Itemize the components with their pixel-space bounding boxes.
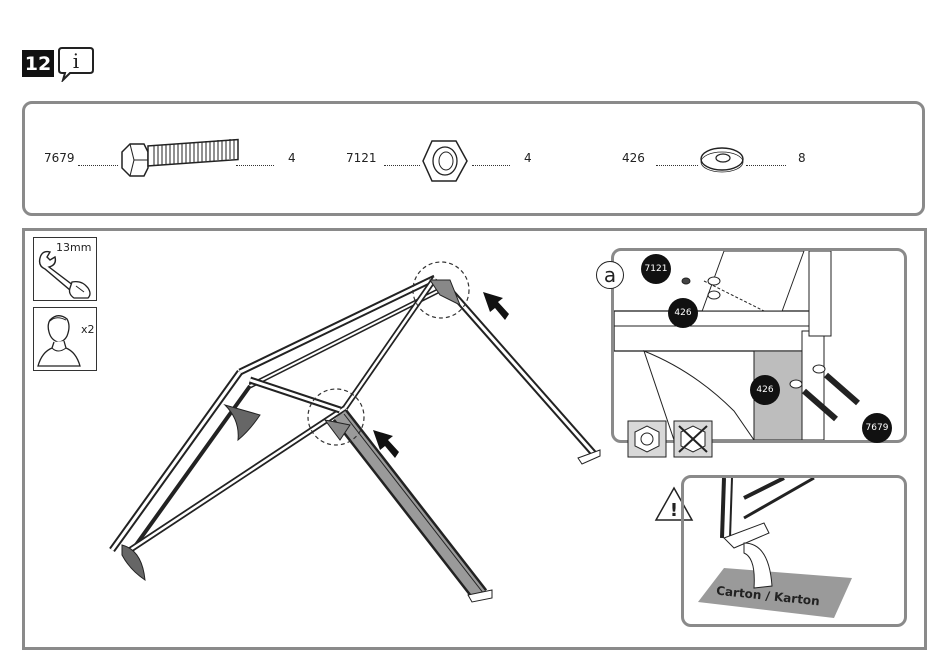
part-id-bolt: 7679 [44, 151, 75, 165]
detail-a-label: a [596, 261, 624, 289]
info-icon: i [58, 46, 96, 82]
person-icon [36, 312, 82, 368]
hex-nut-icon [420, 138, 470, 184]
svg-text:i: i [73, 49, 79, 73]
part-qty-bolt: 4 [288, 151, 296, 165]
leader-dots [384, 165, 420, 166]
bolt-part-badge: 7679 [862, 413, 892, 443]
washer-icon [698, 144, 746, 174]
wrench-icon [36, 248, 96, 300]
correct-nut-orientation-icon [627, 420, 667, 458]
part-qty-washer: 8 [798, 151, 806, 165]
leader-dots [746, 165, 786, 166]
step-number: 12 [22, 50, 54, 77]
nut-part-badge: 7121 [641, 254, 671, 284]
person-count-label: x2 [81, 323, 95, 336]
leader-dots [236, 165, 274, 166]
washer-part-badge: 426 [668, 298, 698, 328]
carport-frame-illustration [100, 250, 610, 620]
hex-bolt-icon [118, 138, 243, 182]
svg-text:!: ! [670, 500, 678, 521]
incorrect-nut-orientation-icon [673, 420, 713, 458]
part-id-nut: 7121 [346, 151, 377, 165]
tool-panel: 13mm [33, 237, 97, 301]
part-id-washer: 426 [622, 151, 645, 165]
leader-dots [78, 165, 118, 166]
leader-dots [656, 165, 698, 166]
washer-part-badge-2: 426 [750, 375, 780, 405]
person-panel: x2 [33, 307, 97, 371]
leader-dots [472, 165, 510, 166]
part-qty-nut: 4 [524, 151, 532, 165]
